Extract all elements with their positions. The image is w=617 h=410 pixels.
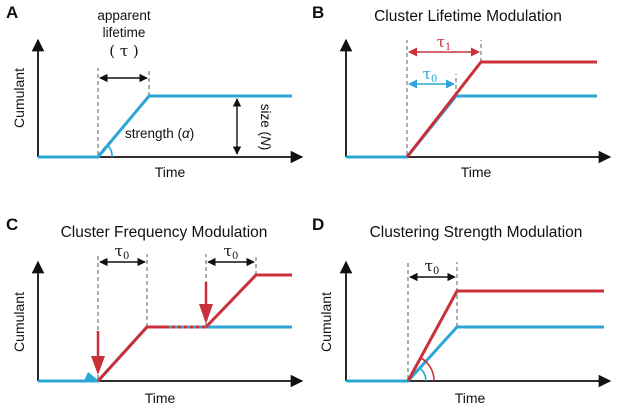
trigger-blue-c — [84, 372, 98, 381]
tau-label-c2: τ0 — [224, 242, 239, 262]
lifetime-symbol: ( τ ) — [109, 42, 139, 60]
tau-label-c1: τ0 — [115, 242, 130, 262]
trigger-red-c2-head — [199, 304, 213, 324]
x-axis-label-d: Time — [455, 390, 486, 406]
trace-blue-b — [346, 94, 597, 159]
trace-red-c1 — [96, 325, 166, 383]
panel-title-c: Cluster Frequency Modulation — [61, 224, 268, 241]
trace-blue-c — [38, 325, 292, 383]
panel-letter-a: A — [6, 3, 18, 22]
panel-a: A Cumulant Time apparent lifetime ( τ ) … — [6, 3, 304, 180]
angle-arc-red-d — [420, 357, 435, 382]
y-axis-label-d: Cumulant — [318, 292, 334, 352]
panel-title-d: Clustering Strength Modulation — [370, 224, 583, 241]
tau0-label-b: τ0 — [423, 65, 438, 85]
panel-b: B Cluster Lifetime Modulation Time τ1 τ0 — [312, 3, 612, 180]
trace-red-b — [405, 60, 597, 158]
panel-d: D Clustering Strength Modulation Cumulan… — [312, 215, 612, 406]
y-axis-label-c: Cumulant — [11, 292, 27, 352]
size-label: size (N) — [258, 104, 273, 151]
panel-letter-c: C — [6, 215, 18, 234]
x-axis-label-a: Time — [155, 164, 186, 180]
angle-arc-blue-d — [419, 367, 427, 382]
y-axis-label-a: Cumulant — [11, 68, 27, 128]
strength-angle-arc — [106, 144, 113, 158]
tau-label-d: τ0 — [425, 257, 440, 277]
panel-letter-d: D — [312, 215, 324, 234]
lifetime-label-line2: lifetime — [103, 25, 146, 40]
trace-blue-d — [346, 325, 604, 383]
panel-title-b: Cluster Lifetime Modulation — [374, 8, 562, 25]
strength-label: strength (α) — [125, 126, 194, 141]
panel-letter-b: B — [312, 3, 324, 22]
lifetime-label-line1: apparent — [97, 8, 151, 23]
trigger-red-c1-head — [91, 356, 105, 375]
tau1-label-b: τ1 — [437, 33, 452, 53]
x-axis-label-c: Time — [145, 390, 176, 406]
x-axis-label-b: Time — [461, 164, 492, 180]
trace-red-d — [406, 289, 604, 382]
trace-red-c2 — [204, 273, 292, 329]
panel-c: C Cluster Frequency Modulation Cumulant … — [6, 215, 304, 406]
trace-a — [38, 94, 292, 159]
